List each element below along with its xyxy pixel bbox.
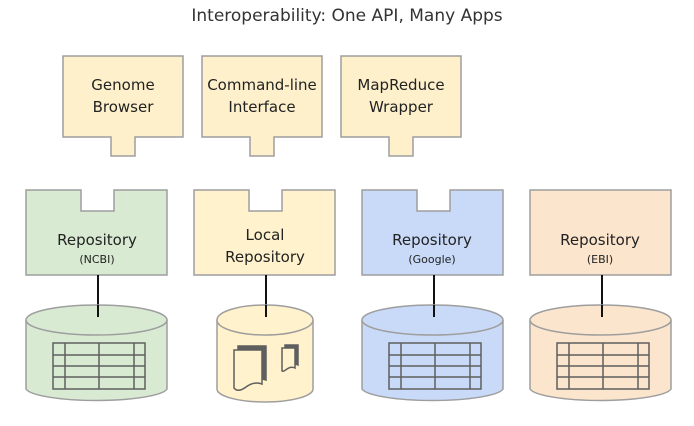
repository-sub: (Google) — [408, 253, 455, 266]
repository-ebi: Repository (EBI) — [529, 189, 672, 276]
cylinder-top — [529, 304, 672, 336]
datastore-ncbi — [25, 304, 168, 402]
app-box — [340, 55, 462, 157]
repository-box — [361, 189, 504, 276]
table-icon — [556, 342, 650, 390]
table-icon — [388, 342, 482, 390]
repository-box — [193, 189, 336, 276]
app-label-line1: Command-line — [207, 76, 317, 94]
app-label-line2: Wrapper — [369, 98, 434, 116]
repository-google: Repository (Google) — [361, 189, 504, 276]
repository-name: Repository — [392, 231, 472, 249]
app-box — [62, 55, 184, 157]
repository-box — [529, 189, 672, 276]
repository-sub: Repository — [225, 248, 305, 266]
datastore-ebi — [529, 304, 672, 402]
diagram-title: Interoperability: One API, Many Apps — [191, 6, 502, 26]
app-label-line2: Interface — [228, 98, 295, 116]
repository-ncbi: Repository (NCBI) — [25, 189, 168, 276]
repository-sub: (EBI) — [587, 253, 613, 266]
repository-local: Local Repository — [193, 189, 336, 276]
repository-box — [25, 189, 168, 276]
app-mapreduce-wrapper: MapReduce Wrapper — [340, 55, 462, 157]
app-label-line1: Genome — [91, 76, 154, 94]
app-label-line1: MapReduce — [357, 76, 444, 94]
cylinder-body — [361, 320, 504, 402]
repository-name: Local — [246, 226, 285, 244]
app-label-line2: Browser — [93, 98, 155, 116]
repository-sub: (NCBI) — [79, 253, 114, 266]
datastore-google — [361, 304, 504, 402]
cylinder-body — [529, 320, 672, 402]
app-genome-browser: Genome Browser — [62, 55, 184, 157]
cylinder-top — [361, 304, 504, 336]
table-icon — [52, 342, 146, 390]
repository-name: Repository — [57, 231, 137, 249]
cylinder-top — [25, 304, 168, 336]
repository-name: Repository — [560, 231, 640, 249]
cylinder-body — [25, 320, 168, 402]
app-box — [201, 55, 323, 157]
documents-icon — [233, 344, 299, 391]
datastore-local — [216, 304, 314, 403]
app-command-line-interface: Command-line Interface — [201, 55, 323, 157]
